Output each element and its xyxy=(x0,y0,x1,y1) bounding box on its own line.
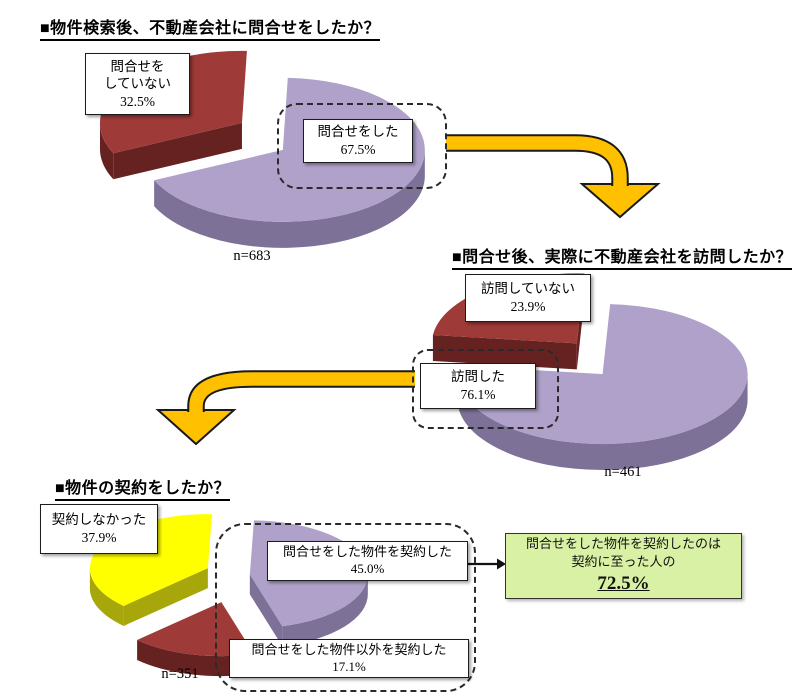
label-value: 17.1% xyxy=(332,658,366,674)
chart1-n-label: n=683 xyxy=(233,248,271,264)
label-value: 37.9% xyxy=(81,530,117,545)
summary-line: 契約に至った人の xyxy=(571,553,676,569)
chart3-label-no-contract: 契約しなかった 37.9% xyxy=(40,504,158,554)
label-value: 45.0% xyxy=(350,561,385,576)
label-value: 23.9% xyxy=(510,299,546,314)
label-line: していない xyxy=(103,76,172,92)
chart3-title: ■物件の契約をしたか？ xyxy=(55,474,231,501)
chart2-label-visited: 訪問した 76.1% xyxy=(420,363,536,409)
label-value: 67.5% xyxy=(340,142,376,157)
chart3-highlight-dashed-box xyxy=(215,523,476,692)
flow-arrow-down-left xyxy=(155,370,415,446)
summary-pointer-arrow xyxy=(468,558,506,570)
label-value: 32.5% xyxy=(120,93,155,109)
label-line: 問合せをした xyxy=(317,124,399,140)
chart2-title: ■問合せ後、実際に不動産会社を訪問したか？ xyxy=(452,243,793,270)
chart2-n-label: n=461 xyxy=(604,464,642,480)
label-line: 問合せをした物件以外を契約した xyxy=(251,641,447,657)
flow-arrow-down-right xyxy=(446,134,661,219)
summary-line: 問合せをした物件を契約したのは xyxy=(525,536,721,552)
chart1-title: ■物件検索後、不動産会社に問合せをしたか？ xyxy=(40,14,381,41)
chart2-highlight-dashed-box xyxy=(412,349,559,429)
chart1-highlight-dashed-box xyxy=(277,103,447,189)
chart1-label-inquired: 問合せをした 67.5% xyxy=(303,119,413,163)
label-line: 契約しなかった xyxy=(51,512,147,528)
chart1-label-not-inquired: 問合せを していない 32.5% xyxy=(85,53,190,115)
label-line: 訪問していない xyxy=(480,281,576,297)
chart3-n-label: n=351 xyxy=(161,666,199,682)
summary-value: 72.5% xyxy=(597,573,650,595)
summary-box: 問合せをした物件を契約したのは 契約に至った人の 72.5% xyxy=(505,533,742,599)
chart3-label-contract-inquired: 問合せをした物件を契約した 45.0% xyxy=(267,541,468,581)
chart2-label-not-visited: 訪問していない 23.9% xyxy=(465,274,591,322)
label-line: 問合せをした物件を契約した xyxy=(282,544,452,560)
label-value: 76.1% xyxy=(460,387,496,402)
label-line: 訪問した xyxy=(451,369,505,385)
chart3-label-contract-other: 問合せをした物件以外を契約した 17.1% xyxy=(229,639,469,678)
label-line: 問合せを xyxy=(110,58,165,74)
